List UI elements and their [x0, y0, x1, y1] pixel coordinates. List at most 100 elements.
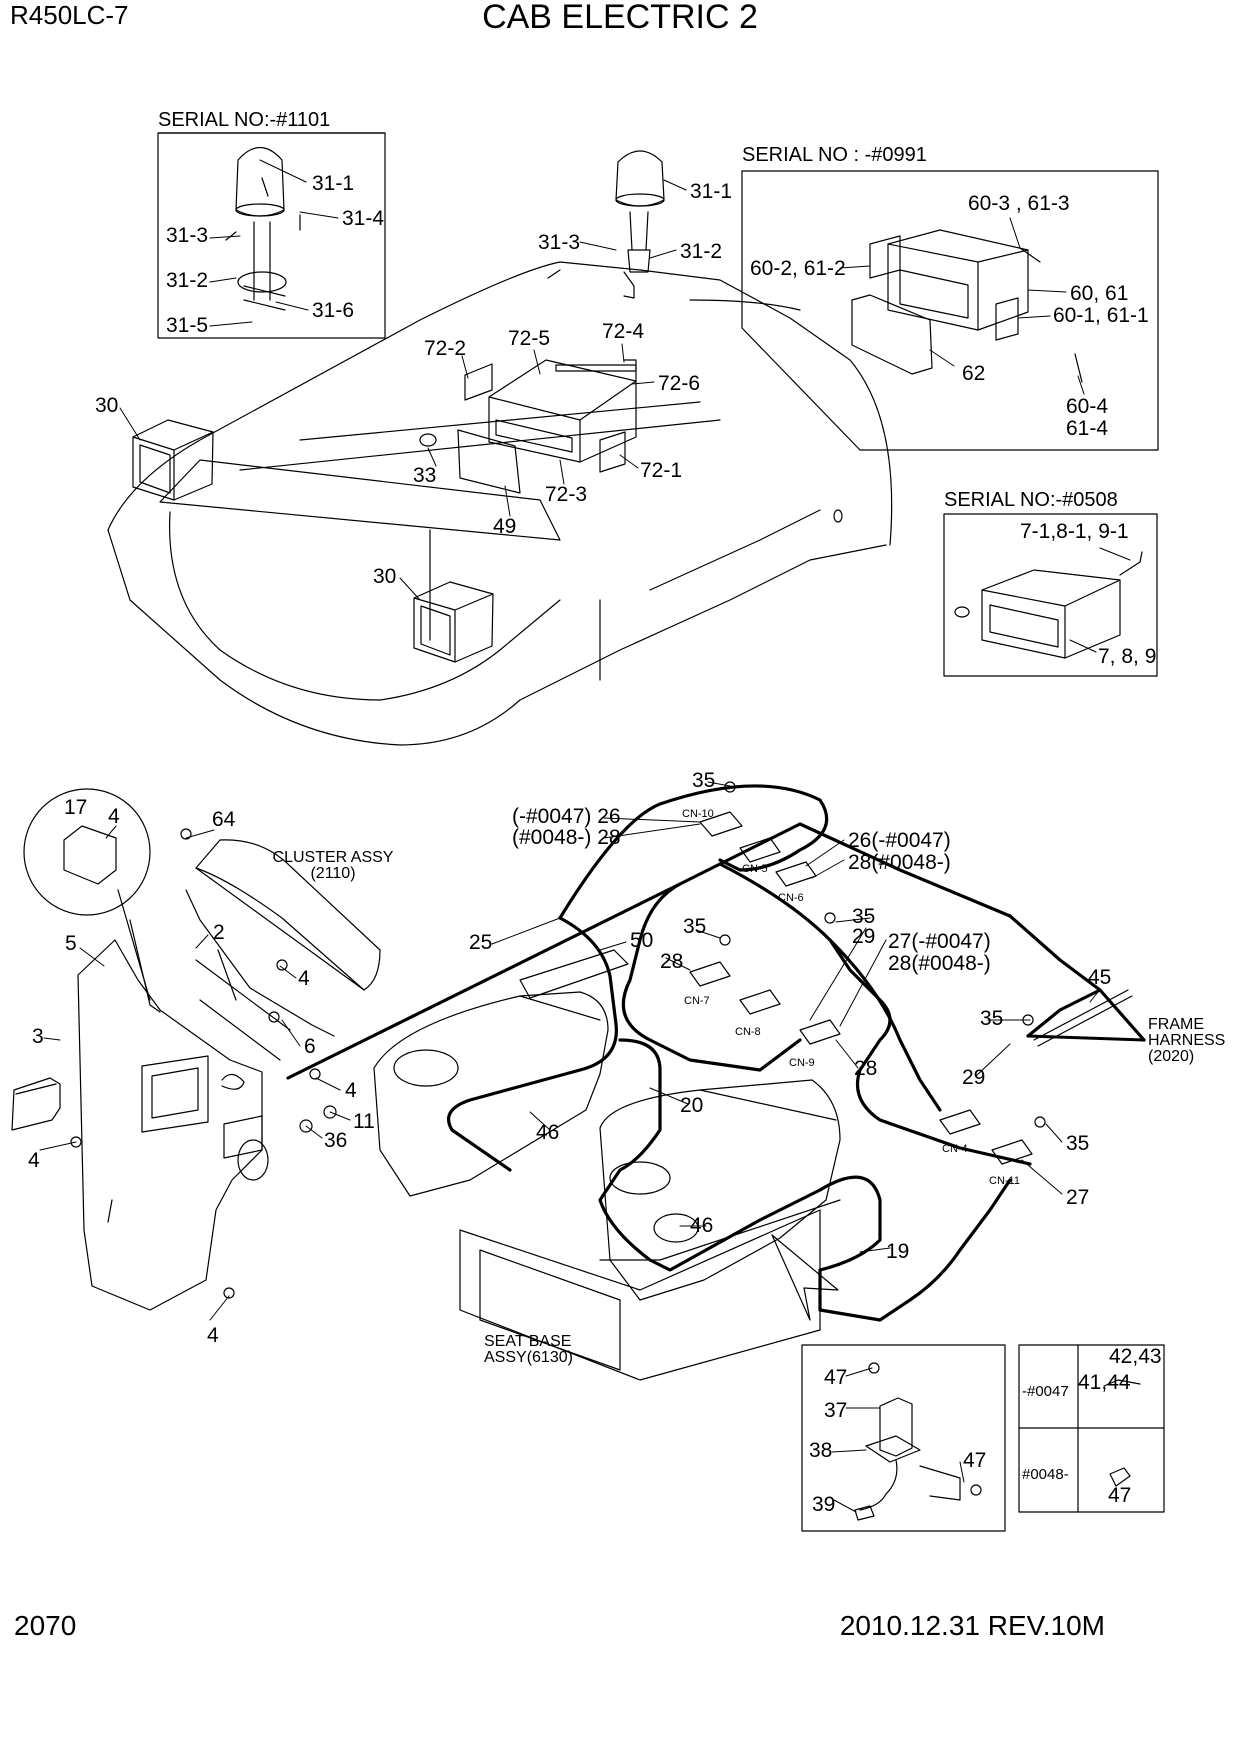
callout: 11	[353, 1110, 375, 1133]
callout: 60-3 , 61-3	[968, 192, 1070, 215]
callout: 33	[413, 464, 437, 487]
callout: 7, 8, 9	[1098, 645, 1157, 668]
page-number: 2070	[14, 1610, 77, 1641]
connector-clips	[690, 812, 1032, 1164]
radio-unit	[852, 230, 1082, 382]
callout: 38	[809, 1439, 833, 1462]
callout: 31-2	[680, 240, 723, 263]
leader-lines	[40, 160, 1130, 1512]
callout: 2	[213, 921, 225, 944]
rod-45	[1034, 990, 1132, 1046]
callout: 27(-#0047)	[888, 930, 991, 953]
callout: 45	[1088, 966, 1112, 989]
callout: 4	[345, 1079, 357, 1102]
callout: 31-6	[312, 299, 355, 322]
callout: 4	[207, 1324, 219, 1347]
callout: 30	[373, 565, 397, 588]
callout: 47	[824, 1366, 848, 1389]
callout: 36	[324, 1129, 348, 1152]
sensor-parts	[855, 1380, 1140, 1520]
callout: 72-1	[640, 459, 683, 482]
callout: 31-1	[690, 180, 733, 203]
connector-label: CN-6	[778, 892, 804, 904]
inset-box-sensor	[802, 1345, 1005, 1531]
callout: 27	[1066, 1186, 1090, 1209]
callout: 60, 61	[1070, 282, 1129, 305]
serial-label-radio: SERIAL NO : -#0991	[742, 144, 927, 166]
callout: 37	[824, 1399, 848, 1422]
callout: 35	[692, 769, 716, 792]
callout: 72-3	[545, 483, 588, 506]
inset-box-beacon	[158, 133, 385, 338]
connector-label: CN-4	[942, 1143, 968, 1155]
bracket-2	[186, 890, 334, 1036]
cluster-cover	[196, 840, 380, 990]
serial-table	[1019, 1345, 1164, 1512]
callout: 72-2	[424, 337, 467, 360]
table-serial-1: -#0047	[1022, 1383, 1069, 1400]
table-parts-a: 42,43	[1109, 1345, 1162, 1368]
seat-consoles	[374, 950, 840, 1380]
inset-box-radio	[742, 171, 1158, 450]
callout: 25	[469, 931, 493, 954]
callout: 39	[812, 1493, 836, 1516]
callout: 4	[28, 1149, 40, 1172]
callout: 30	[95, 394, 119, 417]
callout: 50	[630, 929, 654, 952]
revision-date: 2010.12.31 REV.10M	[839, 1610, 1105, 1641]
connector-label: CN-9	[789, 1057, 815, 1069]
callout: 5	[65, 932, 77, 955]
beacon-lamp-main	[616, 151, 664, 298]
callout: 60-1, 61-1	[1053, 304, 1149, 327]
side-console	[78, 940, 290, 1310]
beacon-lamp-small	[226, 148, 300, 311]
callout: (#0048-) 28	[512, 826, 621, 849]
callout: 28(#0048-)	[888, 952, 991, 975]
inset-box-cassette	[944, 514, 1157, 676]
frame-harness-lead	[1028, 1036, 1144, 1040]
callout: 31-3	[166, 224, 209, 247]
table-part: 47	[1108, 1484, 1132, 1507]
callout: 20	[680, 1094, 704, 1117]
callout: 19	[886, 1240, 910, 1263]
callout: 4	[108, 805, 120, 828]
callout: 31-5	[166, 314, 209, 337]
table-parts-b: 41,44	[1078, 1371, 1131, 1394]
connector-label: CN-8	[735, 1026, 761, 1038]
callout: 60-4	[1066, 395, 1109, 418]
arrow-pointer	[772, 1235, 838, 1320]
callout: 31-4	[342, 207, 385, 230]
cab-roof	[108, 262, 892, 745]
callout: 31-3	[538, 231, 581, 254]
callout: 72-4	[602, 320, 645, 343]
cassette-unit	[955, 552, 1142, 658]
callout: 31-2	[166, 269, 209, 292]
callout: 28	[660, 950, 684, 973]
work-lamp-right	[414, 582, 493, 662]
callout: 72-5	[508, 327, 551, 350]
callout: 62	[962, 362, 986, 385]
callout: 4	[298, 967, 310, 990]
callout: 72-6	[658, 372, 701, 395]
callout: 49	[493, 515, 517, 538]
wire-harness	[288, 786, 1144, 1320]
callout: 17	[64, 796, 88, 819]
callout: 35	[1066, 1132, 1090, 1155]
cluster-assy-ref: CLUSTER ASSY(2110)	[272, 849, 394, 882]
callout: 60-2, 61-2	[750, 257, 846, 280]
callout: 6	[304, 1035, 316, 1058]
table-serial-2: #0048-	[1022, 1466, 1069, 1483]
connector-label: CN-7	[684, 995, 710, 1007]
model-label: R450LC-7	[10, 0, 129, 30]
callout: 47	[963, 1449, 987, 1472]
callout: 35	[980, 1007, 1004, 1030]
serial-label-beacon: SERIAL NO:-#1101	[158, 109, 331, 131]
callout: 26(-#0047)	[848, 829, 951, 852]
callout: 35	[852, 905, 876, 928]
bracket-3	[12, 1078, 60, 1130]
connector-label: CN-10	[682, 808, 714, 820]
callout: 31-1	[312, 172, 355, 195]
